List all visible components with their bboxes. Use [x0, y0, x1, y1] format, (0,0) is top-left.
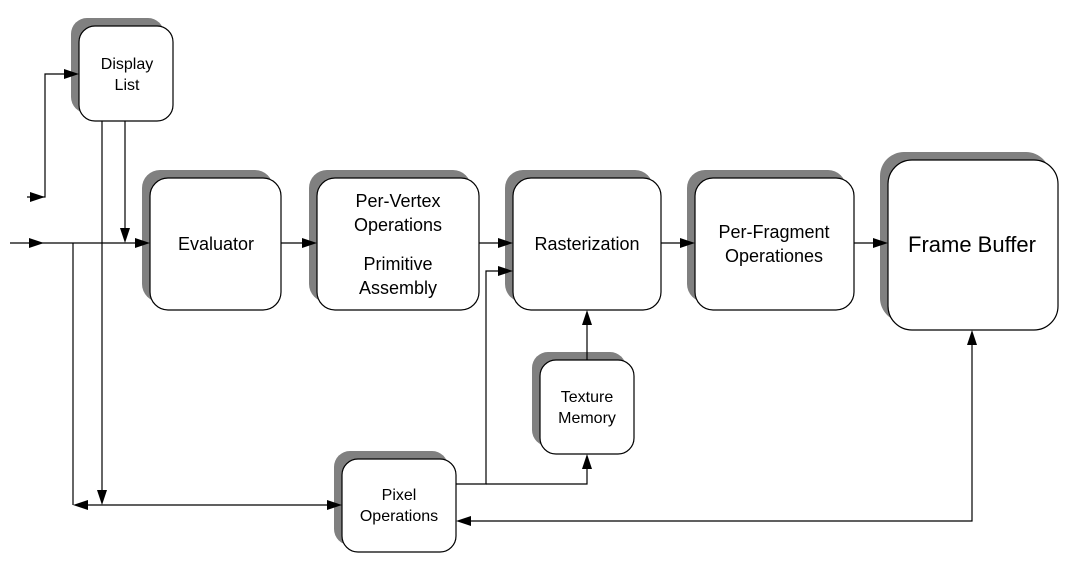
frame-buffer-pixel-line — [469, 343, 973, 522]
boxes — [78, 25, 1059, 553]
frame-buffer-box — [887, 159, 1059, 331]
arrow-into-evaluator — [135, 238, 150, 248]
arrow-into-display-list — [64, 69, 79, 79]
display-list-box — [78, 25, 174, 122]
texture-memory-label-line2: Memory — [558, 410, 616, 427]
per-fragment-box — [694, 177, 855, 311]
pixel-operations-label-line2: Operations — [360, 508, 438, 525]
per-fragment-label-line2: Operationes — [725, 246, 823, 266]
arrow-texture-up-rasterization — [582, 310, 592, 325]
arrow-frame-buffer-to-pixel — [456, 516, 471, 526]
arrow-upper-input — [30, 192, 45, 202]
input-to-display-list-line — [27, 73, 70, 198]
arrow-into-frame-buffer-bottom — [967, 330, 977, 345]
evaluator-box — [149, 177, 282, 311]
per-vertex-label-line2: Operations — [354, 215, 442, 235]
arrow-display-list-down-pixel — [97, 490, 107, 505]
arrow-into-pixel-ops — [327, 500, 342, 510]
rasterization-label: Rasterization — [534, 234, 639, 254]
texture-memory-label-line1: Texture — [561, 389, 614, 406]
per-vertex-label-line1: Per-Vertex — [355, 191, 440, 211]
arrow-into-per-vertex — [302, 238, 317, 248]
arrow-into-rasterization — [498, 238, 513, 248]
display-list-label-line1: Display — [101, 56, 153, 73]
per-vertex-label-line4: Assembly — [359, 278, 437, 298]
pixel-to-texture-line — [486, 467, 588, 485]
arrow-pixel-into-rasterization — [498, 266, 513, 276]
connectors — [10, 73, 973, 522]
display-list-label-line2: List — [115, 77, 140, 94]
evaluator-label: Evaluator — [178, 234, 254, 254]
arrow-left-bottom — [73, 500, 88, 510]
labels: Display List Evaluator Per-Vertex Operat… — [101, 56, 1036, 525]
arrow-display-list-down-evaluator — [120, 228, 130, 243]
arrowheads — [29, 69, 977, 526]
pixel-operations-label-line1: Pixel — [382, 487, 417, 504]
arrow-main-input — [29, 238, 44, 248]
arrow-into-frame-buffer — [873, 238, 888, 248]
arrow-into-per-fragment — [680, 238, 695, 248]
texture-memory-box — [539, 359, 635, 455]
frame-buffer-label: Frame Buffer — [908, 232, 1036, 257]
per-vertex-label-line3: Primitive — [363, 254, 432, 274]
arrow-into-texture-memory — [582, 454, 592, 469]
per-vertex-box — [316, 177, 480, 311]
pixel-to-rasterization-line — [456, 270, 502, 485]
pixel-operations-box — [341, 458, 457, 553]
per-fragment-label-line1: Per-Fragment — [718, 222, 829, 242]
